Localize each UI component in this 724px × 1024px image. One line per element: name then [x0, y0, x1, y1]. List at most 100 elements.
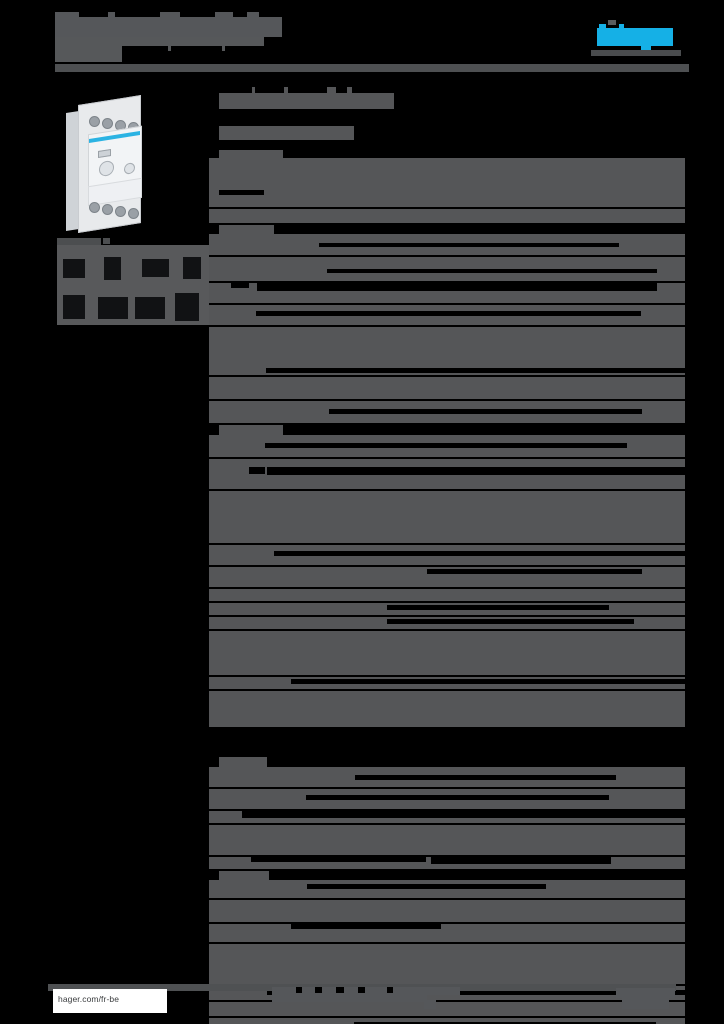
footer-text-gap	[387, 987, 393, 993]
table-row	[209, 589, 685, 601]
hager-logo	[597, 24, 673, 52]
terminal-screw-bottom-4	[128, 208, 139, 219]
terminal-screw-bottom-1	[89, 202, 100, 213]
footer-text-gap	[358, 987, 365, 993]
table-row	[209, 183, 685, 185]
table-row	[209, 944, 685, 984]
table-cell-gap	[231, 283, 249, 288]
section-2-heading-redacted	[219, 225, 274, 234]
table-cell-gap	[327, 269, 657, 273]
terminal-screw-bottom-3	[115, 206, 126, 217]
document-title-ascender	[160, 12, 180, 18]
footer-text-gap	[296, 987, 302, 993]
section-4-heading-redacted	[219, 757, 267, 767]
hager-logo-ascender	[599, 24, 606, 30]
hager-logo-tick	[608, 20, 616, 25]
table-row	[209, 283, 685, 303]
product-photo	[60, 90, 170, 236]
table-cell-gap	[319, 243, 619, 247]
footer-text-gap	[315, 987, 322, 993]
table-row	[209, 603, 685, 615]
table-row	[209, 900, 685, 922]
table-cell-gap	[256, 311, 641, 316]
table-cell-gap	[242, 811, 685, 818]
table-row	[209, 491, 685, 543]
table-row	[209, 617, 685, 629]
page-number-redacted	[616, 988, 675, 998]
page-number-redacted-2	[622, 998, 669, 1009]
page-heading-ascender-4	[347, 87, 352, 93]
table-cell-gap	[291, 924, 441, 929]
document-title-ascender	[55, 12, 79, 18]
pictogram-icon-7	[135, 297, 165, 319]
product-pictogram-panel	[57, 245, 209, 325]
table-row	[209, 401, 685, 423]
table-row	[209, 545, 685, 565]
table-cell-gap	[387, 619, 634, 624]
table-cell-gap	[267, 990, 685, 995]
table-cell-gap	[387, 605, 609, 610]
table-row	[209, 260, 685, 281]
table-row	[209, 1018, 685, 1024]
table-row	[209, 825, 685, 855]
table-row	[209, 305, 685, 325]
hager-logo-underline	[591, 50, 681, 56]
terminal-screw-top-2	[102, 118, 113, 129]
pictogram-icon-1	[63, 259, 85, 278]
footer-text-descender	[424, 1000, 436, 1009]
footer-text-redacted-line2	[272, 995, 427, 1002]
section-3-heading-redacted	[219, 425, 283, 435]
table-cell-gap	[306, 795, 609, 800]
table-row	[209, 459, 685, 467]
table-row	[209, 467, 685, 489]
footer-text-redacted	[272, 987, 460, 995]
table-cell-gap	[291, 679, 685, 684]
table-row	[209, 158, 685, 183]
document-title-ascender	[108, 12, 115, 18]
icon-panel-title-redacted	[57, 238, 101, 246]
footer-text-gap	[336, 987, 344, 993]
table-row	[209, 691, 685, 727]
table-row	[209, 567, 685, 587]
page-subheading-redacted	[219, 126, 354, 140]
table-row	[209, 377, 685, 399]
document-subtitle-line-redacted	[122, 37, 264, 46]
header-divider	[55, 64, 689, 72]
document-subtitle-descender	[222, 46, 225, 51]
pictogram-icon-6	[98, 297, 128, 319]
document-title-redacted	[55, 17, 282, 37]
document-subtitle-redacted	[55, 37, 122, 62]
table-row	[209, 257, 685, 260]
icon-panel-title-redacted-2	[103, 238, 110, 244]
table-cell-gap	[274, 551, 685, 556]
table-row	[209, 185, 685, 207]
table-row	[209, 209, 685, 223]
pictogram-icon-5	[63, 295, 85, 319]
table-row	[209, 880, 685, 898]
pictogram-icon-8	[175, 293, 199, 321]
table-row	[209, 234, 685, 255]
footer-url-link[interactable]: hager.com/fr-be	[58, 994, 120, 1004]
table-cell-gap	[355, 775, 616, 780]
table-cell-gap	[431, 857, 611, 864]
page-heading-ascender-3	[327, 87, 336, 93]
table-cell-gap	[427, 569, 642, 574]
pictogram-icon-3	[142, 259, 169, 277]
hager-logo-ascender	[619, 24, 624, 30]
table-cell-gap	[354, 1022, 656, 1024]
page-heading-redacted	[219, 93, 394, 109]
table-row	[209, 924, 685, 942]
pictogram-icon-2	[104, 257, 121, 280]
document-title-ascender	[215, 12, 233, 18]
document-title-ascender	[247, 12, 259, 18]
hager-logo-wordmark	[597, 28, 673, 46]
table-cell-gap	[251, 857, 426, 862]
table-cell-gap	[307, 884, 546, 889]
page-header	[0, 0, 724, 80]
table-cell-gap	[265, 443, 627, 448]
section-5-heading-redacted	[219, 871, 269, 880]
terminal-screw-bottom-2	[102, 204, 113, 215]
table-cell-gap	[219, 190, 264, 195]
table-row	[209, 1002, 685, 1016]
table-row	[209, 857, 685, 869]
